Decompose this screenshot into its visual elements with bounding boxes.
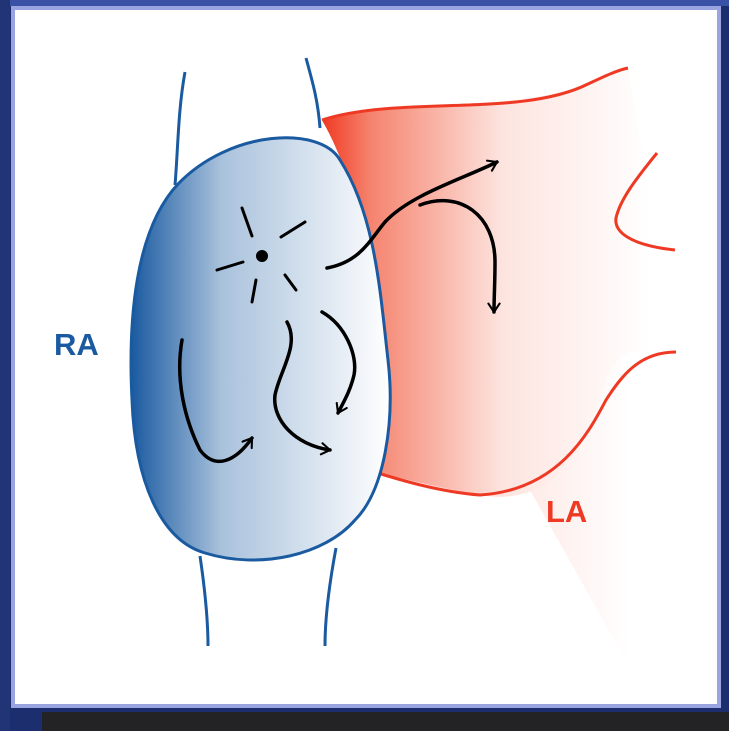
superior-vena-cava-left (175, 72, 185, 185)
left-atrium-label: LA (546, 494, 587, 530)
bottom-dark-bar (42, 712, 729, 731)
superior-vena-cava-right (306, 58, 320, 128)
right-atrium-label: RA (54, 327, 99, 363)
inferior-vena-cava-right (325, 548, 336, 646)
inferior-vena-cava-left (200, 556, 208, 646)
